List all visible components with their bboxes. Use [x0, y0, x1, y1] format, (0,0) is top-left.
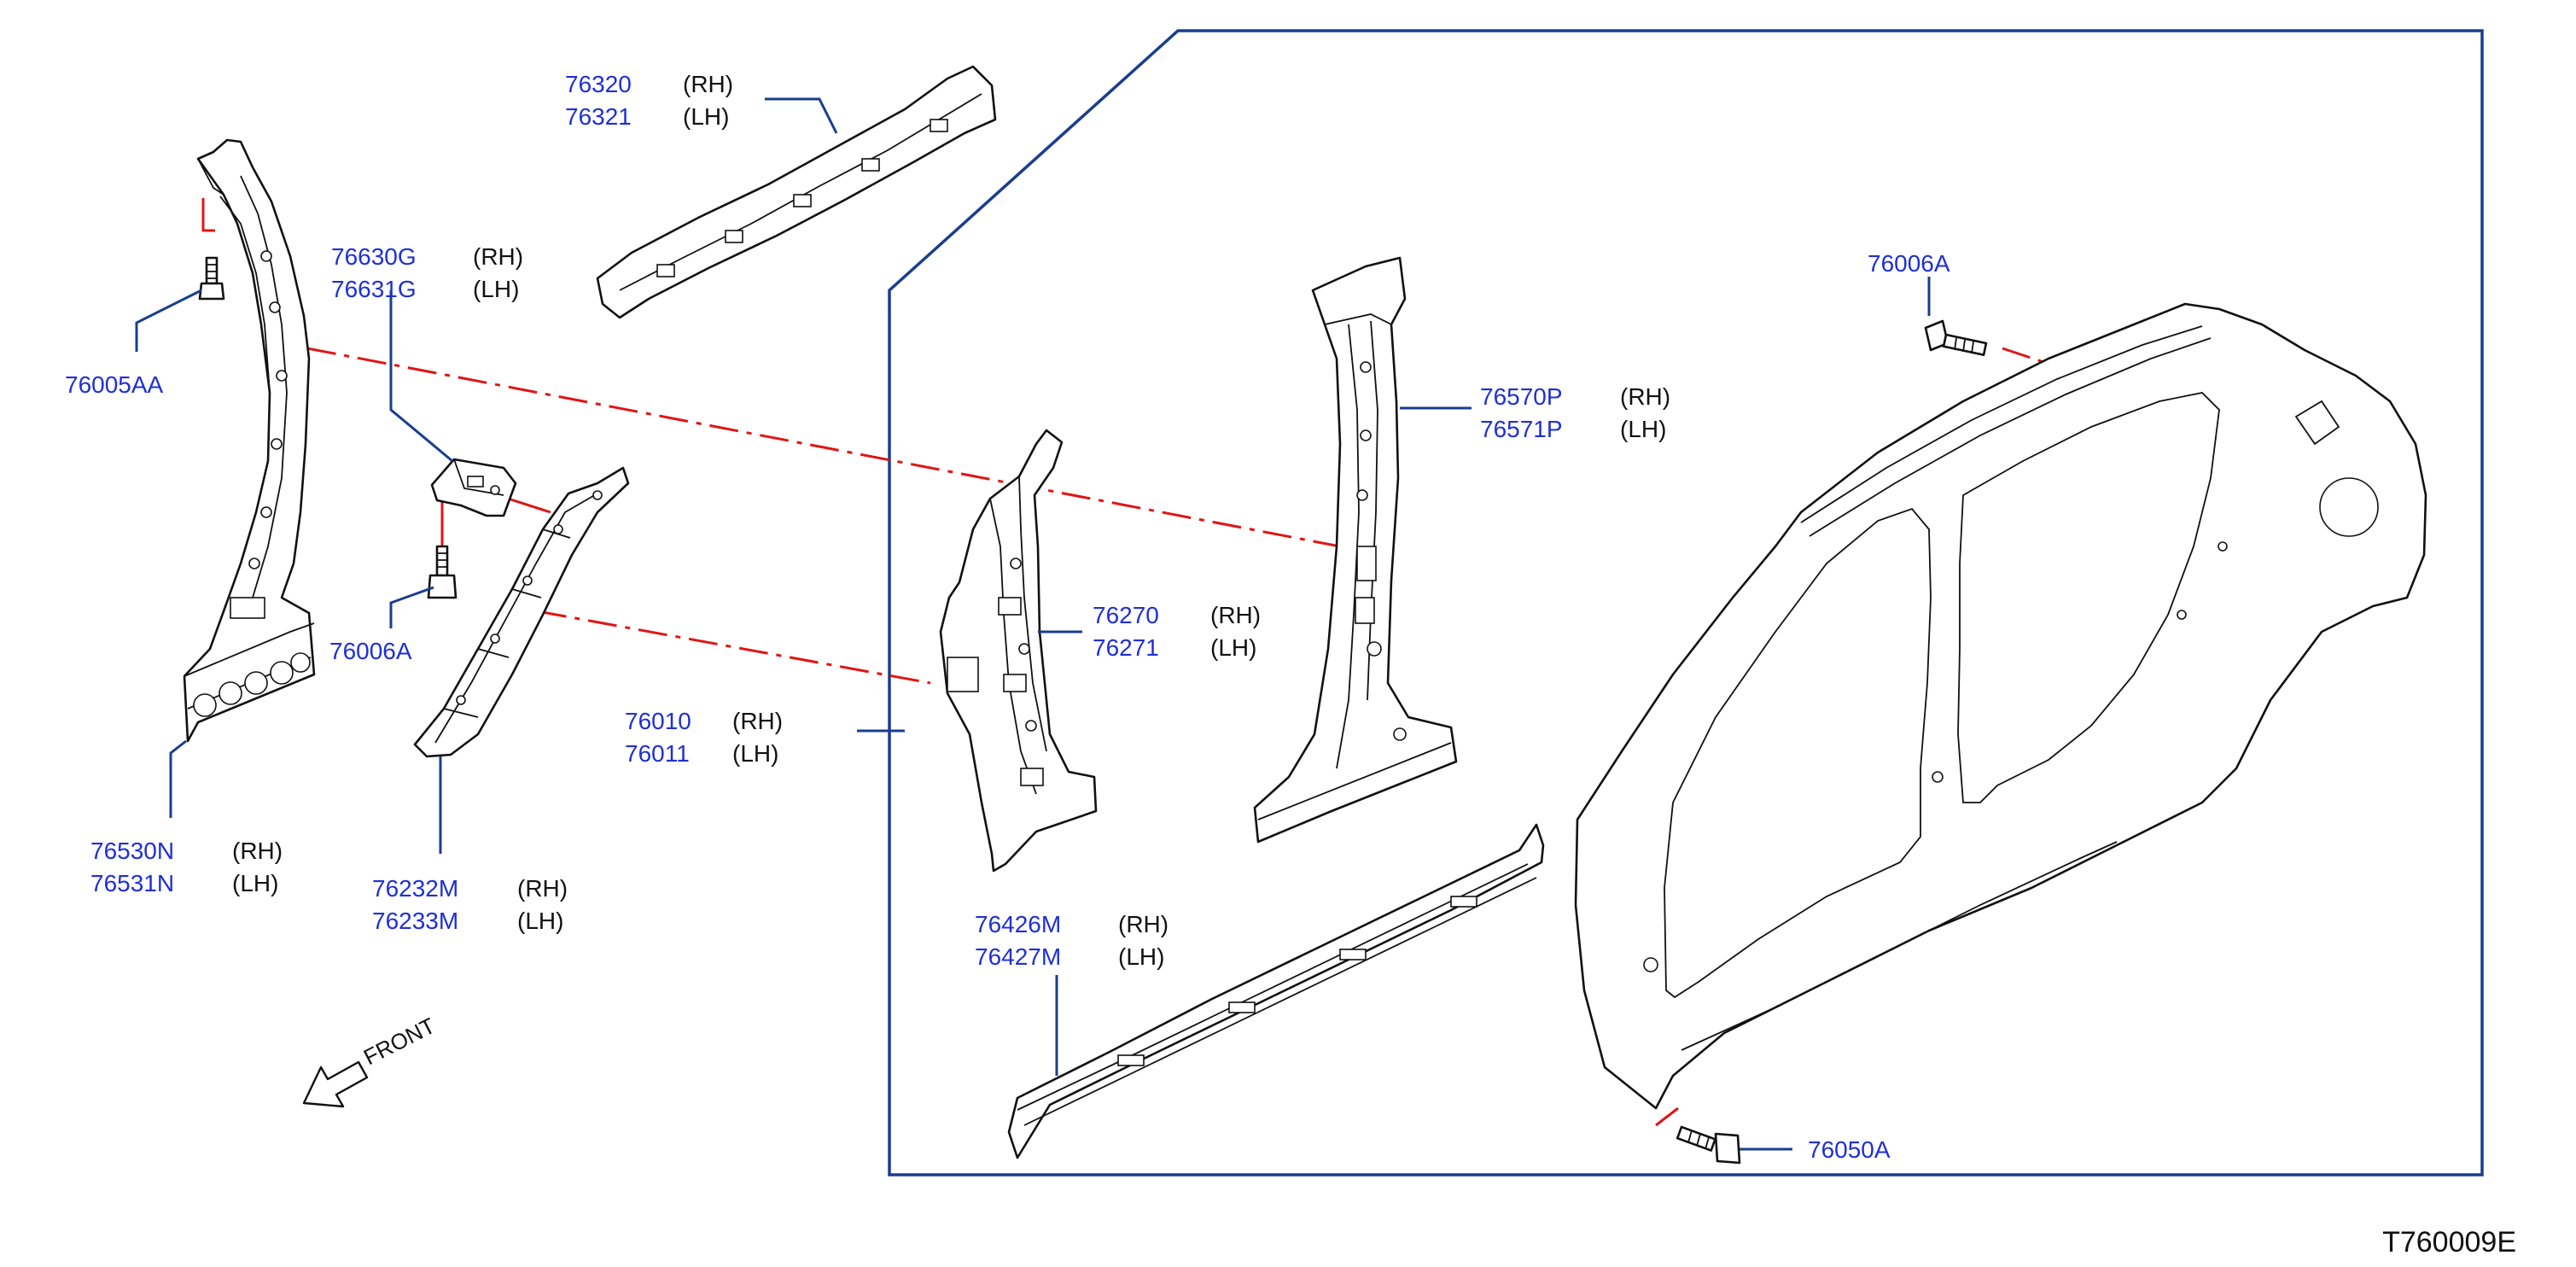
part-number: 76233M [372, 908, 458, 934]
bolt-76050A-icon [1676, 1125, 1741, 1165]
callout-bolt-a-pillar: 76005AA [65, 371, 164, 398]
callout-roof-rail: 76320 76321 (RH) (LH) [565, 71, 733, 130]
part-number: 76010 [625, 708, 691, 734]
part-number: 76570P [1480, 383, 1563, 410]
side-label: (RH) [683, 71, 733, 97]
side-label: (LH) [232, 870, 278, 896]
side-label: (RH) [473, 243, 523, 270]
part-number: 76005AA [65, 371, 164, 398]
body-side-group-frame [888, 29, 2484, 1176]
callout-bolt-sill: 76050A [1808, 1136, 1891, 1163]
bolt-76006A-left-icon [427, 545, 458, 599]
bolt-76005AA-icon [198, 256, 225, 301]
side-label: (RH) [1210, 602, 1261, 628]
side-label: (RH) [1118, 911, 1169, 937]
part-number: 76270 [1093, 602, 1159, 628]
leader-lines [135, 97, 1931, 1151]
part-number: 76426M [975, 911, 1061, 937]
center-pillar-part [1253, 256, 1458, 844]
part-number: 76011 [625, 740, 690, 767]
callout-front-pillar-inner: 76530N 76531N (RH) (LH) [90, 838, 283, 896]
part-number: 76006A [329, 638, 412, 664]
side-label: (RH) [517, 875, 568, 902]
callout-bolt-bracket: 76006A [329, 638, 412, 664]
roof-rail-part [596, 65, 997, 319]
part-number: 76630G [331, 243, 417, 270]
side-label: (RH) [232, 838, 283, 864]
front-arrow-icon [302, 1060, 369, 1108]
side-label: (LH) [1620, 416, 1666, 442]
front-pillar-reinforcement-part [413, 466, 630, 758]
front-pillar-inner-part [183, 138, 316, 743]
sill-outer-part [1007, 823, 1545, 1159]
callout-sill-outer: 76426M 76427M (RH) (LH) [975, 911, 1169, 970]
part-number: 76320 [565, 71, 632, 97]
front-label: FRONT [359, 1013, 440, 1070]
front-pillar-outer-part [939, 429, 1098, 873]
bracket-part [430, 458, 517, 517]
side-label: (LH) [473, 276, 519, 302]
part-number: 76531N [90, 870, 174, 896]
diagram-code: T760009E [2382, 1226, 2516, 1258]
part-number: 76050A [1808, 1136, 1891, 1163]
part-number: 76530N [90, 838, 174, 864]
side-label: (LH) [683, 103, 729, 130]
side-label: (RH) [1620, 383, 1670, 410]
side-label: (LH) [1118, 943, 1164, 970]
part-number: 76271 [1093, 634, 1159, 661]
body-side-outer-part [1574, 302, 2427, 1110]
callout-front-pillar-outer: 76270 76271 (RH) (LH) [1093, 602, 1261, 661]
bolt-76006A-right-icon [1924, 319, 1988, 356]
part-number: 76006A [1868, 250, 1950, 277]
callout-front-pillar-reinforcement: 76232M 76233M (RH) (LH) [372, 875, 568, 934]
part-number: 76571P [1480, 416, 1563, 442]
callout-center-pillar: 76570P 76571P (RH) (LH) [1480, 383, 1670, 442]
front-direction: FRONT [302, 1013, 440, 1108]
callout-bracket: 76630G 76631G (RH) (LH) [331, 243, 523, 302]
part-number: 76631G [331, 276, 417, 302]
side-label: (LH) [1210, 634, 1256, 661]
side-label: (LH) [517, 908, 563, 934]
part-number: 76321 [565, 103, 632, 130]
callout-bolt-roof: 76006A [1868, 250, 1950, 277]
part-number: 76232M [372, 875, 458, 902]
part-number: 76427M [975, 943, 1061, 970]
callout-body-side-group: 76010 76011 (RH) (LH) [625, 708, 783, 767]
side-label: (LH) [732, 740, 778, 767]
side-label: (RH) [732, 708, 783, 734]
